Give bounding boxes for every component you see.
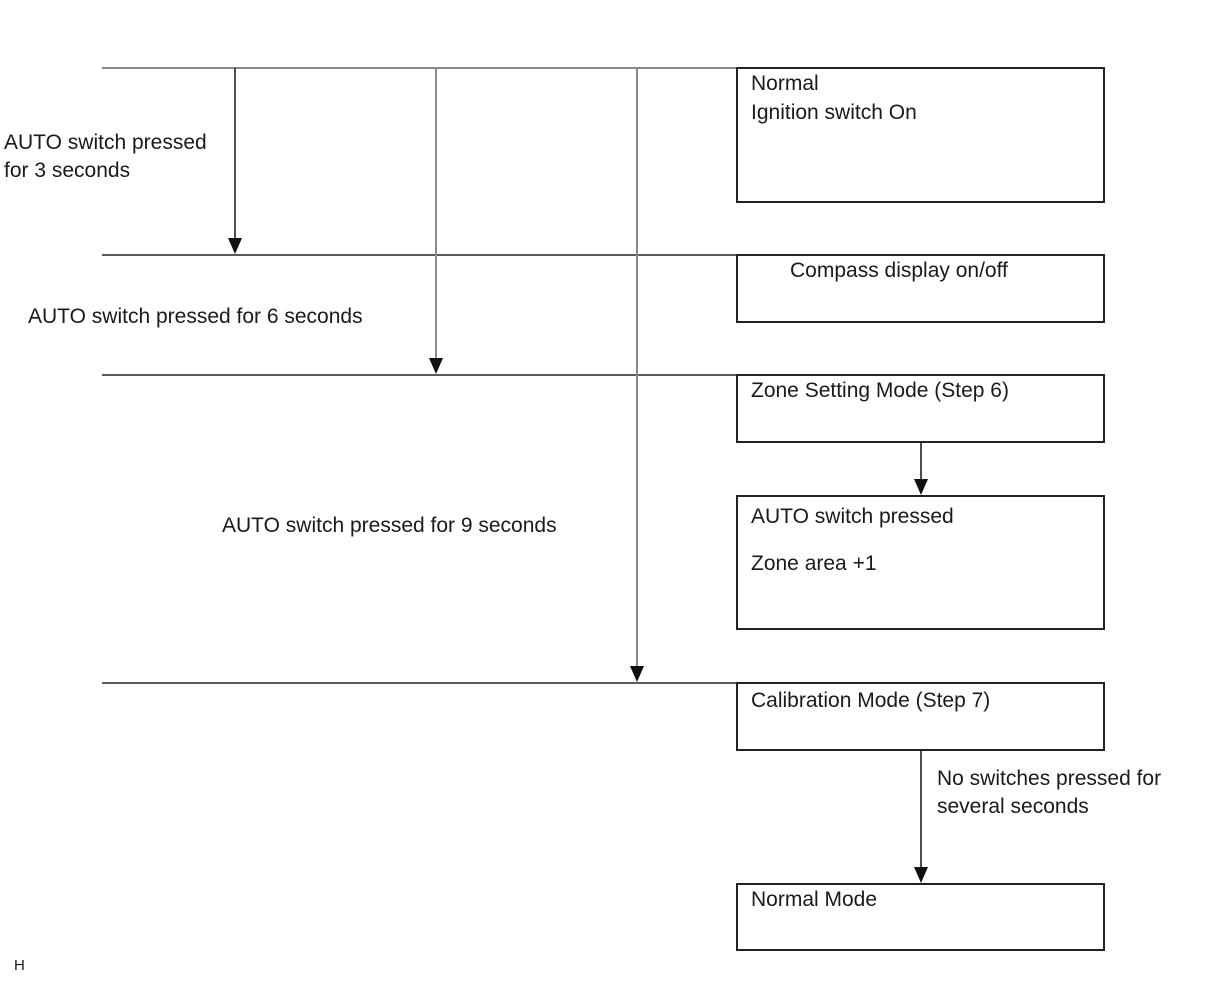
box-normal-mode: Normal Mode: [736, 883, 1105, 951]
label-6-seconds: AUTO switch pressed for 6 seconds: [28, 305, 363, 328]
box-normal-title: Normal: [751, 72, 819, 95]
box-zone-setting-mode: Zone Setting Mode (Step 6): [736, 374, 1105, 443]
box-auto-switch-pressed-zone: Zone area +1: [751, 552, 877, 575]
label-no-switch-line1: No switches pressed for: [937, 767, 1161, 790]
label-9-seconds: AUTO switch pressed for 9 seconds: [222, 514, 557, 537]
box-normal-condition: Ignition switch On: [751, 101, 917, 124]
box-zone-setting-mode-label: Zone Setting Mode (Step 6): [751, 379, 1009, 402]
box-calibration-mode: Calibration Mode (Step 7): [736, 682, 1105, 751]
box-calibration-mode-label: Calibration Mode (Step 7): [751, 689, 990, 712]
label-3-seconds-line2: for 3 seconds: [4, 159, 130, 182]
box-normal: Normal Ignition switch On: [736, 67, 1105, 203]
arrowhead-9s: [630, 666, 644, 682]
figure-code-mark: H: [14, 957, 25, 974]
label-no-switch-line2: several seconds: [937, 795, 1089, 818]
box-auto-switch-pressed-title: AUTO switch pressed: [751, 505, 954, 528]
label-3-seconds-line1: AUTO switch pressed: [4, 131, 207, 154]
box-compass-display-label: Compass display on/off: [790, 259, 1008, 282]
arrowhead-calibration-to-normal: [914, 867, 928, 883]
box-normal-mode-label: Normal Mode: [751, 888, 877, 911]
arrowhead-zone-to-auto: [914, 479, 928, 495]
arrowhead-6s: [429, 358, 443, 374]
box-auto-switch-pressed: AUTO switch pressed Zone area +1: [736, 495, 1105, 630]
box-compass-display: Compass display on/off: [736, 254, 1105, 323]
arrowhead-3s: [228, 238, 242, 254]
